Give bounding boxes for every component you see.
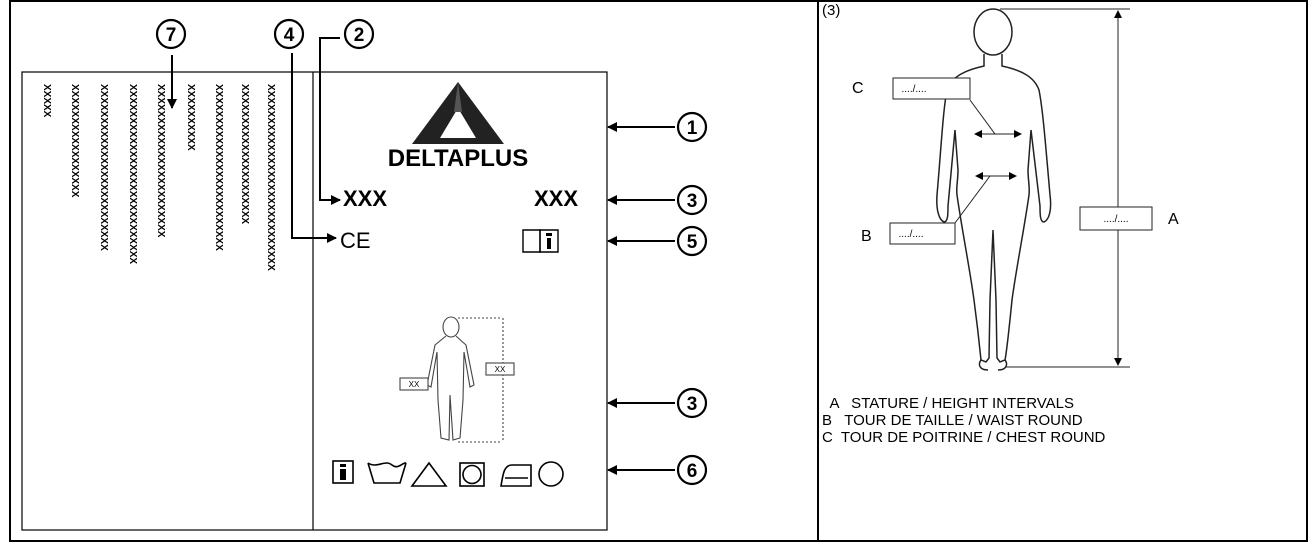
care-text-column: XXXXXXXXXXXXXXXXXXXXXXXXXXX: [127, 84, 138, 264]
deltaplus-logo-icon: [412, 82, 504, 144]
panel-label: (3): [822, 2, 840, 19]
wash-tub-icon: [368, 463, 406, 483]
read-instructions-icon: [523, 230, 558, 252]
info-icon: [333, 461, 353, 483]
legend-item-c: C TOUR DE POITRINE / CHEST ROUND: [822, 429, 1105, 446]
care-text-column: XXXXXXXXXXXXXXXXXXXXX: [239, 84, 250, 224]
legend-item-a: A STATURE / HEIGHT INTERVALS: [822, 395, 1105, 412]
measure-box-c-text: ..../....: [901, 84, 926, 95]
care-text-column: XXXXXXXXXXXXXXXXXXXXXXXXXXXX: [265, 84, 276, 271]
bleach-triangle-icon: [412, 463, 446, 486]
height-dimension: [1000, 9, 1130, 367]
care-text-column: XXXXXXXXXXXXXXXXXXXXXXXXX: [213, 84, 224, 251]
ce-mark: CE: [340, 228, 371, 253]
measure-letter-c: C: [852, 80, 864, 97]
measurement-legend: A STATURE / HEIGHT INTERVALS B TOUR DE T…: [822, 395, 1105, 446]
callout-label-3b: 3: [687, 394, 698, 415]
outer-frame: [10, 1, 1307, 541]
care-text-column: XXXXXXXXXXXXXXXXXXXXXXXXX: [98, 84, 109, 251]
measure-box-a-text: ..../....: [1103, 214, 1128, 225]
callout-label-6: 6: [687, 461, 698, 482]
brand-name: DELTAPLUS: [388, 145, 528, 172]
care-text-column: XXXXXXXXXXXXXXXXXXXXXXX: [155, 84, 166, 238]
size-code-left: XXX: [343, 186, 387, 211]
care-symbols: [333, 461, 563, 486]
care-text-column: XXXXXXXXXX: [185, 84, 196, 151]
callout-label-4: 4: [284, 25, 295, 46]
measure-letter-b: B: [861, 228, 872, 245]
callout-arrow-2: [320, 38, 340, 200]
pictogram-size-box-b: XX: [409, 380, 420, 389]
callout-arrow-4: [292, 53, 336, 238]
measure-letter-a: A: [1168, 211, 1179, 228]
body-figure-icon: [937, 9, 1051, 370]
waist-dimension: [955, 176, 1016, 223]
callout-label-7: 7: [166, 25, 177, 46]
callout-label-5: 5: [687, 232, 698, 253]
dry-clean-circle-icon: [539, 462, 563, 486]
callout-label-3a: 3: [687, 191, 698, 212]
callout-label-2: 2: [354, 25, 365, 46]
pictogram-size-box-a: XX: [495, 365, 506, 374]
chest-dimension: [970, 100, 1021, 134]
iron-icon: [501, 465, 531, 486]
care-text-column: XXXXX: [41, 84, 52, 118]
legend-item-b: B TOUR DE TAILLE / WAIST ROUND: [822, 412, 1105, 429]
size-code-right: XXX: [534, 186, 578, 211]
measure-box-b-text: ..../....: [898, 229, 923, 240]
tumble-dry-icon: [460, 463, 484, 486]
care-text-column: XXXXXXXXXXXXXXXXX: [69, 84, 80, 198]
callout-label-1: 1: [687, 118, 698, 139]
